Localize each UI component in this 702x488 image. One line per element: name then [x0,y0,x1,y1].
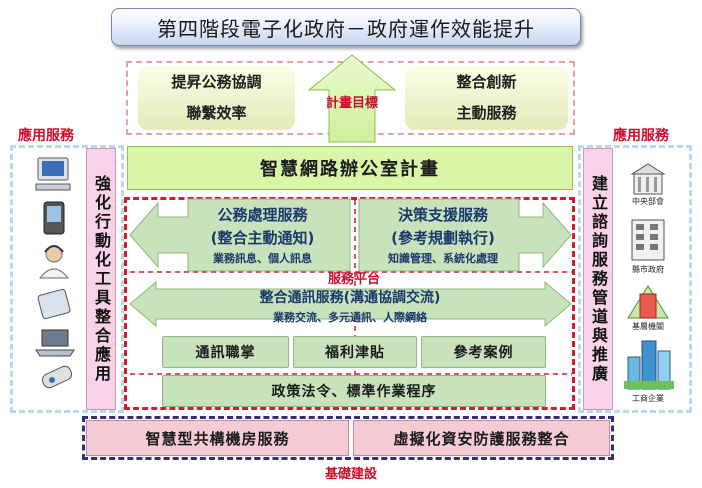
side-label-right: 應用服務 [613,128,669,144]
county-government-icon [631,219,665,261]
tablet-icon [37,288,71,320]
goal-innovation: 整合創新 主動服務 [405,66,568,130]
infra-smart-datacenter: 智慧型共構機房服務 [86,420,349,456]
module-communication-duties: 通訊職掌 [162,336,289,368]
goal-coordination: 提昇公務協調 聯繫效率 [138,66,295,130]
right-vertical-bar: 建立諮詢服務管道與推廣 [583,148,613,410]
comm-service-title: 整合通訊服務(溝通協調交流) [259,290,441,306]
agency-column: 中央部會 縣市政府 基層機關 工商企業 [618,160,678,410]
comm-service-arrow [129,280,572,328]
central-ministry-icon [630,163,666,195]
headset-user-icon [38,245,70,279]
comm-service-detail: 業務交流、多元通訊、人際網絡 [273,311,427,324]
platform-label: 服務平台 [327,272,380,287]
infrastructure-label: 基礎建設 [324,467,377,482]
goal-innovation-line2: 主動服務 [456,104,517,122]
goals-label: 計畫目標 [325,96,378,111]
right-apps-frame [578,145,692,413]
official-service-title: 公務處理服務 [217,206,308,224]
laptop-icon [35,329,75,357]
business-enterprise-icon [624,340,674,390]
decision-service: 決策支援服務 (參考規劃執行) 知識管理、系統化處理 [362,204,524,266]
decision-service-detail: 知識管理、系統化處理 [388,252,498,265]
left-vertical-bar: 強化行動化工具整合應用 [86,148,116,410]
agency-label-county: 縣市政府 [632,265,664,274]
local-agency-icon [627,285,669,319]
goal-coordination-line2: 聯繫效率 [186,104,247,122]
official-service-arrow [129,198,351,272]
mobile-phone-icon [41,365,73,389]
official-service-detail: 業務訊息、個人訊息 [213,252,312,265]
device-column [30,152,80,407]
goal-arrow [307,54,397,143]
left-vertical-text: 強化行動化工具整合應用 [92,174,111,384]
policy-procedures-bar: 政策法令、標準作業程序 [162,375,546,407]
side-label-left: 應用服務 [18,128,74,144]
goal-innovation-line1: 整合創新 [456,73,517,91]
module-welfare-allowance: 福利津貼 [293,336,417,368]
infrastructure-frame [82,416,614,460]
right-vertical-text: 建立諮詢服務管道與推廣 [589,174,608,384]
official-service: 公務處理服務 (整合主動通知) 業務訊息、個人訊息 [180,204,345,266]
pda-icon [43,201,65,235]
comm-service: 整合通訊服務(溝通協調交流) 業務交流、多元通訊、人際網絡 [150,287,550,325]
page-title: 第四階段電子化政府－政府運作效能提升 [111,8,581,46]
agency-label-central: 中央部會 [632,197,664,206]
agency-label-business: 工商企業 [632,394,664,403]
module-reference-cases: 參考案例 [421,336,546,368]
main-plan-bar: 智慧網路辦公室計畫 [127,146,573,190]
decision-service-sub: (參考規劃執行) [391,229,495,247]
decision-service-title: 決策支援服務 [397,206,488,224]
left-apps-frame [10,145,124,413]
official-service-sub: (整合主動通知) [210,229,315,247]
goal-coordination-line1: 提昇公務協調 [171,73,262,91]
decision-service-arrow [358,198,572,272]
infra-virtual-security: 虛擬化資安防護服務整合 [353,420,610,456]
desktop-computer-icon [35,157,71,191]
agency-label-local: 基層機關 [632,322,664,331]
